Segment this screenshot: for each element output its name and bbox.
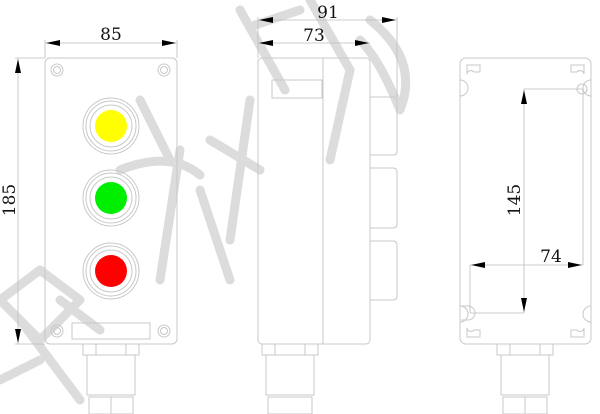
cable-gland (82, 343, 140, 414)
label-plate (71, 322, 151, 340)
side-label-plate (271, 79, 323, 99)
dim-front-height: 185 (0, 184, 20, 216)
yellow-lamp (95, 110, 127, 142)
back-view: 145 74 (459, 57, 592, 414)
dim-front-width: 85 (100, 25, 122, 45)
dim-mount-height: 145 (505, 184, 525, 216)
button-red (82, 242, 140, 300)
side-view: 91 73 (257, 3, 398, 414)
dim-side-total: 91 (317, 3, 339, 23)
front-view: 85 185 (0, 25, 178, 414)
screw-holes (50, 63, 171, 338)
dim-mount-width: 74 (540, 247, 562, 267)
red-lamp (95, 255, 127, 287)
button-yellow (82, 97, 140, 155)
green-lamp (95, 182, 127, 214)
side-cable-gland (261, 343, 319, 414)
watermark (0, 0, 411, 405)
dim-side-body: 73 (303, 26, 325, 46)
button-green (82, 169, 140, 227)
back-cable-gland (496, 343, 554, 414)
